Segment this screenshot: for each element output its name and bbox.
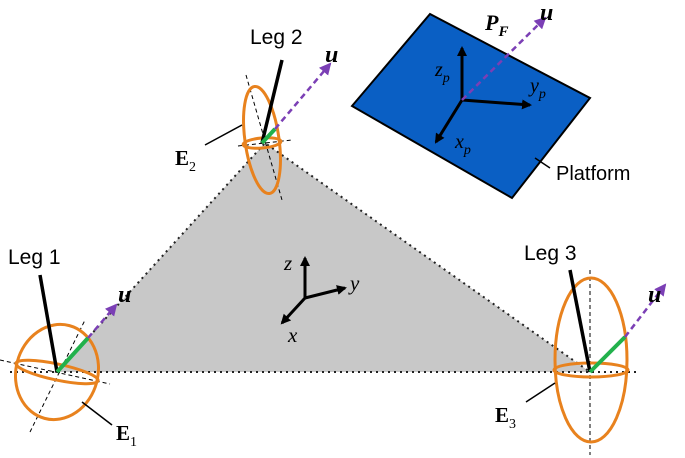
platform-y-label: yp xyxy=(528,75,546,102)
joint-1: Leg 1 u E1 xyxy=(0,246,137,450)
platform-z-label: zp xyxy=(434,59,450,86)
base-y-label: y xyxy=(348,271,360,295)
u-label-2: u xyxy=(325,42,338,68)
u-label-3: u xyxy=(648,282,661,308)
u-label-1: u xyxy=(118,282,131,308)
leg-2-label: Leg 2 xyxy=(250,26,303,49)
platform-label: Platform xyxy=(556,163,630,185)
base-z-label: z xyxy=(283,251,292,275)
platform-plate xyxy=(350,12,592,200)
e2-label: E2 xyxy=(175,146,196,175)
leg-1-label: Leg 1 xyxy=(8,246,61,269)
base-frame: z y x xyxy=(280,251,360,347)
base-x-label: x xyxy=(287,323,298,347)
platform: zp yp xp PF u Platform xyxy=(350,0,630,200)
platform-force-label: PF xyxy=(484,10,508,40)
ellipse-e3 xyxy=(553,276,629,444)
joint-2: Leg 2 u E2 xyxy=(175,26,338,201)
base-triangle-edges xyxy=(56,141,591,373)
e1-label: E1 xyxy=(116,421,137,450)
platform-u-label: u xyxy=(540,0,553,26)
base-triangle xyxy=(57,143,590,372)
leg-3-label: Leg 3 xyxy=(524,242,577,265)
joint-3: Leg 3 u E3 xyxy=(495,242,667,455)
e3-label: E3 xyxy=(495,403,516,432)
platform-x-label: xp xyxy=(454,131,471,158)
